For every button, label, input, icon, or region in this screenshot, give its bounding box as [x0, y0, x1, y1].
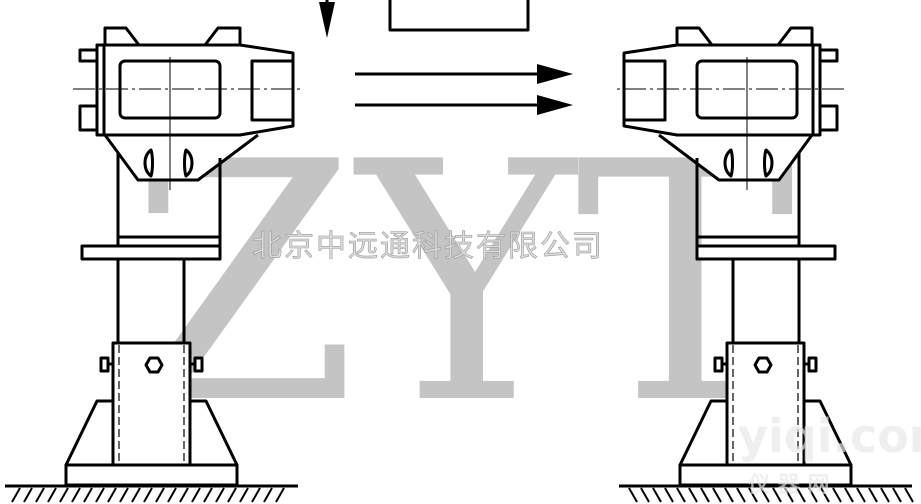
site-watermark: yiqi.com 仪 器 网	[738, 409, 921, 498]
thumb-screw-icon	[190, 356, 204, 373]
site-watermark-sub: 仪 器 网	[747, 473, 829, 498]
left-pedestal-unit	[5, 26, 300, 503]
site-watermark-text: yiqi.com	[738, 409, 921, 463]
company-watermark: 北京中远通科技有限公司	[252, 229, 604, 264]
thumb-screw-icon	[99, 356, 113, 373]
down-arrow-icon	[319, 0, 335, 38]
right-pedestal-unit	[617, 26, 914, 503]
top-label-box	[388, 0, 530, 32]
right-arrows-icon	[355, 64, 573, 115]
